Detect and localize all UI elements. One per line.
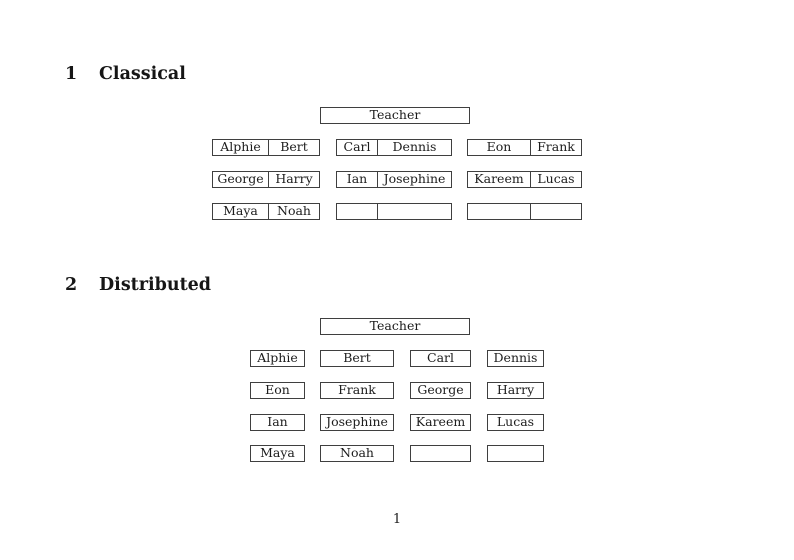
desk-seat-left: Carl: [337, 140, 378, 155]
desk-seat-left: Eon: [468, 140, 531, 155]
teacher-box: Teacher: [320, 107, 470, 124]
section-heading-distributed: 2 Distributed: [65, 275, 211, 296]
desk-seat-left: Alphie: [213, 140, 269, 155]
desk-pair-box: Eon Frank: [467, 139, 582, 156]
desk-seat-right: [531, 204, 581, 219]
section-number: 1: [65, 64, 78, 84]
desk-box: Josephine: [320, 414, 394, 431]
desk-pair-box: Ian Josephine: [336, 171, 452, 188]
desk-seat-right: Josephine: [383, 171, 446, 187]
desk-seat-left: George: [213, 172, 269, 187]
desk-pair-box: [336, 203, 452, 220]
desk-seat-left: [337, 204, 378, 219]
desk-box: George: [410, 382, 471, 399]
desk-box: Maya: [250, 445, 305, 462]
desk-pair-box: Maya Noah: [212, 203, 320, 220]
desk-box: Ian: [250, 414, 305, 431]
desk-box: [410, 445, 471, 462]
desk-pair-box: Alphie Bert: [212, 139, 320, 156]
desk-box: [487, 445, 544, 462]
desk-seat-right: Dennis: [392, 139, 437, 155]
desk-box: Frank: [320, 382, 394, 399]
section-title: Classical: [99, 64, 186, 84]
desk-box: Lucas: [487, 414, 544, 431]
desk-seat-right: Lucas: [537, 171, 575, 187]
section-number: 2: [65, 275, 78, 295]
desk-box: Alphie: [250, 350, 305, 367]
teacher-box: Teacher: [320, 318, 470, 335]
desk-seat-left: [468, 204, 531, 219]
desk-pair-box: Carl Dennis: [336, 139, 452, 156]
page-number: 1: [392, 512, 402, 527]
desk-box: Bert: [320, 350, 394, 367]
desk-seat-left: Ian: [337, 172, 378, 187]
desk-pair-box: George Harry: [212, 171, 320, 188]
section-heading-classical: 1 Classical: [65, 64, 186, 85]
desk-box: Eon: [250, 382, 305, 399]
desk-seat-right: Harry: [275, 171, 313, 187]
desk-seat-left: Maya: [213, 204, 269, 219]
desk-box: Harry: [487, 382, 544, 399]
desk-seat-right: [378, 204, 451, 219]
desk-seat-right: Noah: [277, 203, 311, 219]
desk-seat-right: Bert: [280, 139, 308, 155]
desk-seat-right: Frank: [537, 139, 575, 155]
desk-pair-box: Kareem Lucas: [467, 171, 582, 188]
desk-box: Dennis: [487, 350, 544, 367]
desk-box: Noah: [320, 445, 394, 462]
desk-box: Carl: [410, 350, 471, 367]
desk-seat-left: Kareem: [468, 172, 531, 187]
desk-pair-box: [467, 203, 582, 220]
section-title: Distributed: [99, 275, 212, 295]
desk-box: Kareem: [410, 414, 471, 431]
